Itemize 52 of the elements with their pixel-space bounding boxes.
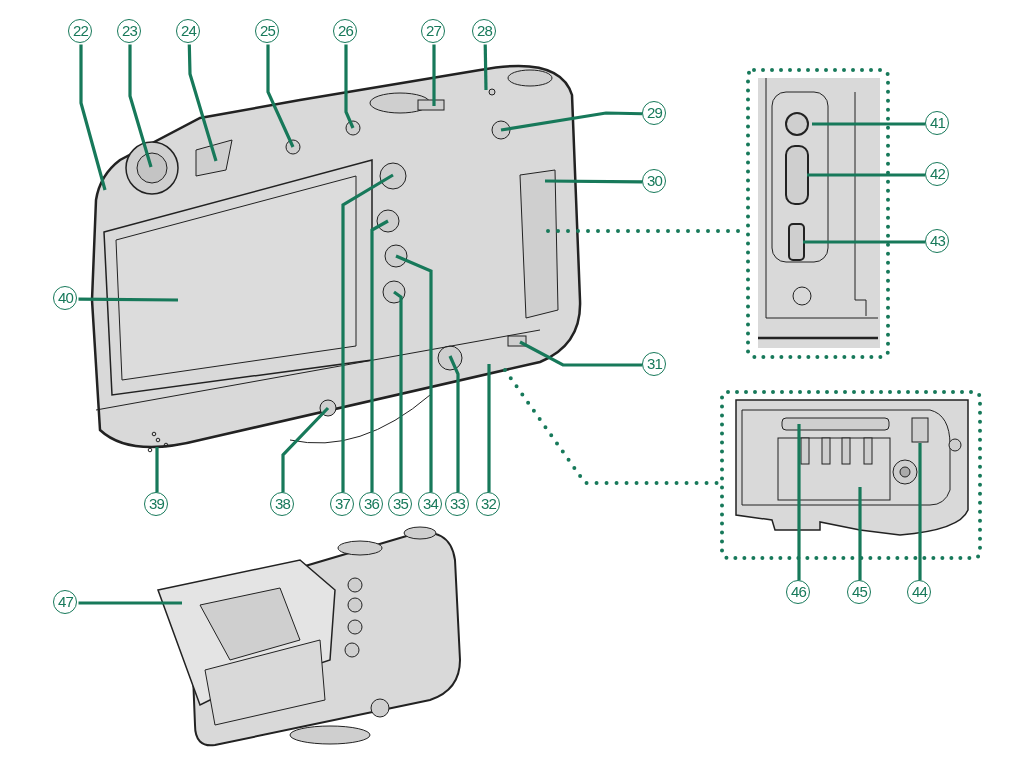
callout-number: 25 [255,19,280,44]
leader-line [487,364,491,493]
leader-line [187,44,218,162]
leader-line [858,487,862,581]
callout-number: 40 [53,286,78,311]
callout-number: 34 [418,492,443,517]
leader-line [393,290,403,493]
leader-line [78,601,182,605]
callout-number: 36 [359,492,384,517]
callout-number: 41 [925,111,950,136]
callout-number: 39 [144,492,169,517]
callout-number: 32 [476,492,501,517]
leader-line [448,355,460,493]
callout-number: 44 [907,580,932,605]
leader-line [266,44,295,148]
callout-number: 45 [847,580,872,605]
callout-number: 30 [642,169,667,194]
callout-number: 43 [925,229,950,254]
leader-line [344,44,355,129]
leader-line [78,297,178,302]
callout-number: 29 [642,101,667,126]
callout-number: 28 [472,19,497,44]
leader-line [370,219,389,493]
callout-number: 35 [388,492,413,517]
callout-number: 46 [786,580,811,605]
callout-number: 31 [642,352,667,377]
callout-number: 24 [176,19,201,44]
callout-number: 37 [330,492,355,517]
leader-line [79,44,107,191]
leader-line [432,44,436,106]
leader-line [500,111,643,132]
callout-number: 23 [117,19,142,44]
callout-number: 22 [68,19,93,44]
leader-line [395,254,433,493]
leader-line [341,173,394,493]
callout-number: 27 [421,19,446,44]
callout-number: 47 [53,590,78,615]
leader-line [918,443,922,581]
leader-line [155,447,159,493]
leader-line [797,424,801,581]
leader-line [519,340,643,367]
leader-line [812,122,926,126]
leader-line [281,406,330,493]
callout-number: 38 [270,492,295,517]
leader-line [545,179,643,184]
leader-line [803,240,926,244]
callout-number: 33 [445,492,470,517]
leader-line [807,173,926,177]
callout-number: 42 [925,162,950,187]
leader-line [128,44,153,168]
callout-number: 26 [333,19,358,44]
leader-line [483,44,488,91]
